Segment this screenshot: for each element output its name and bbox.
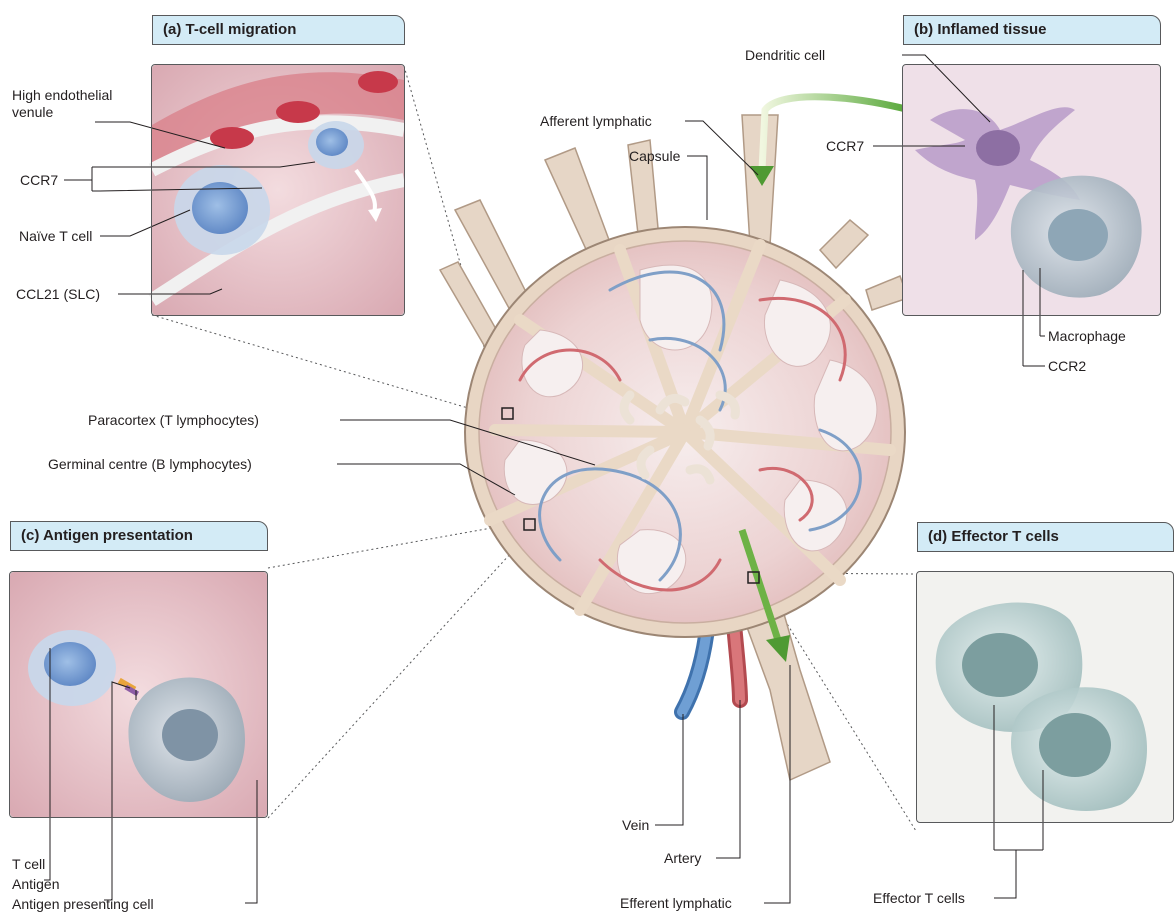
panel-a-title: (a) T-cell migration [152,15,405,45]
panel-a-frame [151,64,405,316]
antigen-label: Antigen [12,876,59,893]
vein-label: Vein [622,817,649,834]
macrophage-label: Macrophage [1048,328,1126,345]
ccl21-label: CCL21 (SLC) [16,286,100,303]
panel-c-frame [9,571,268,818]
panel-b-title: (b) Inflamed tissue [903,15,1161,45]
effector-t-cells-label: Effector T cells [873,890,965,907]
panel-d-title: (d) Effector T cells [917,522,1174,552]
naive-t-cell-label: Naïve T cell [19,228,92,245]
t-cell-label: T cell [12,856,45,873]
panel-b-frame [902,64,1161,316]
panel-d-frame [916,571,1174,823]
ccr7-label-a: CCR7 [20,172,58,189]
efferent-lymphatic-label: Efferent lymphatic [620,895,732,912]
artery-label: Artery [664,850,701,867]
panel-c-title: (c) Antigen presentation [10,521,268,551]
germinal-centre-label: Germinal centre (B lymphocytes) [48,456,252,473]
apc-label: Antigen presenting cell [12,896,154,913]
dendritic-cell-label: Dendritic cell [745,47,825,64]
ccr7-label-b: CCR7 [826,138,864,155]
capsule-label: Capsule [629,148,680,165]
ccr2-label: CCR2 [1048,358,1086,375]
paracortex-label: Paracortex (T lymphocytes) [88,412,259,429]
hev-label: High endothelial venule [12,87,112,121]
afferent-lymphatic-label: Afferent lymphatic [540,113,652,130]
